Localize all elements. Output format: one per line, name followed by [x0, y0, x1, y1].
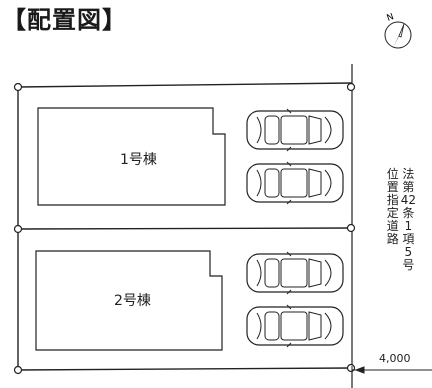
road-label-char: 5	[404, 245, 413, 259]
road-label-char: 道	[386, 219, 399, 233]
north-arrow-icon: N	[384, 12, 412, 49]
lot-divider	[17, 227, 353, 230]
road-label-char: 条	[402, 206, 415, 220]
road-label-char: 1	[404, 219, 413, 233]
page-title: 【配置図】	[2, 6, 127, 34]
road-label-char: 定	[386, 206, 399, 220]
lot-2	[17, 229, 353, 371]
boundary-markers	[13, 82, 356, 375]
road-label-char: 項	[402, 232, 415, 246]
parking-cars	[246, 108, 344, 348]
north-label: N	[386, 12, 396, 24]
road-label-char: 路	[386, 232, 399, 246]
car-icon	[246, 251, 344, 295]
road-label-column-2: 位置指定道路	[387, 168, 399, 272]
building-1-label: 1号棟	[120, 152, 157, 168]
road-label-char: 指	[386, 193, 399, 207]
road-label-char: 第	[402, 180, 415, 194]
building-2-footprint	[35, 250, 223, 351]
road-label-char: 位	[386, 167, 399, 181]
building-1-footprint	[37, 107, 226, 206]
car-icon	[246, 304, 344, 348]
car-icon	[246, 108, 344, 152]
road-label-char: 置	[386, 180, 399, 194]
road-label-char: 号	[402, 258, 415, 272]
lot-1	[17, 82, 353, 229]
car-icon	[246, 161, 344, 205]
road-width-label: 4,000	[379, 352, 411, 365]
road-width-dimension	[351, 366, 432, 376]
road-label-char: 42	[400, 193, 416, 207]
road-label-char: 法	[402, 167, 415, 181]
building-2-label: 2号棟	[114, 293, 151, 309]
